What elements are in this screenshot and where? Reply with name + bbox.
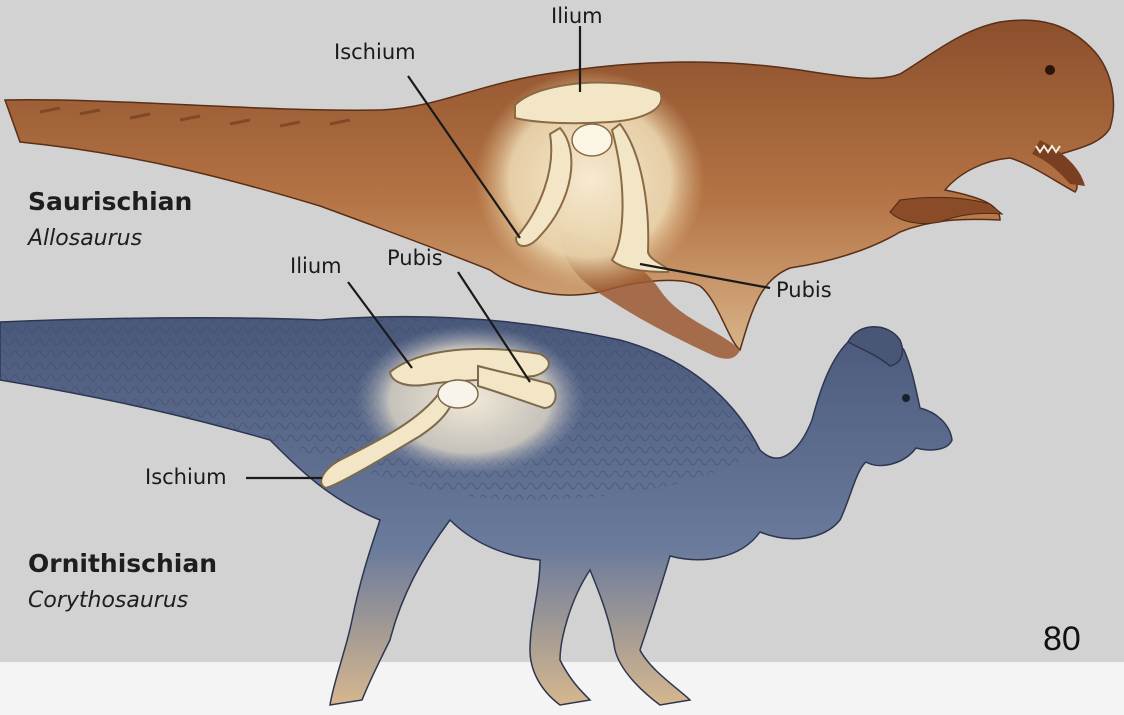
allosaurus-pubis-label: Pubis <box>776 280 832 301</box>
allosaurus-ilium-label: Ilium <box>551 6 603 27</box>
allosaurus-ischium-label: Ischium <box>334 42 416 63</box>
saurischian-heading: Saurischian <box>28 189 192 214</box>
ornithischian-heading: Ornithischian <box>28 551 217 576</box>
allosaurus-genus: Allosaurus <box>28 228 142 250</box>
corythosaurus-genus: Corythosaurus <box>28 590 188 612</box>
corythosaurus-pubis-label: Pubis <box>387 248 443 269</box>
corythosaurus-ischium-label: Ischium <box>145 467 227 488</box>
page-number: 80 <box>1043 622 1081 656</box>
corythosaurus-ilium-label: Ilium <box>290 256 342 277</box>
